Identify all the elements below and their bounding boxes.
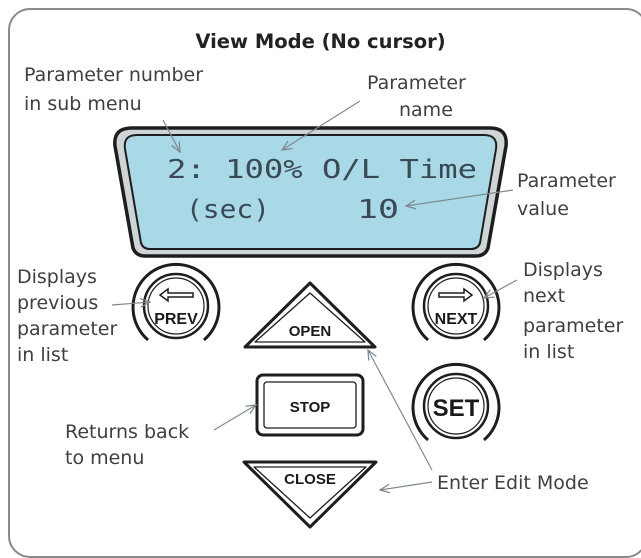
lcd-line1: 2: 100% O/L Time bbox=[167, 155, 477, 185]
returns-label-line2: to menu bbox=[65, 447, 145, 469]
enter-edit-label: Enter Edit Mode bbox=[437, 472, 589, 494]
arrow-param-value bbox=[406, 189, 514, 206]
prev-desc-line1: Displays bbox=[17, 266, 97, 288]
left-arrow-icon bbox=[158, 287, 194, 303]
param-value-label-line2: value bbox=[517, 198, 569, 220]
close-button-label: CLOSE bbox=[284, 471, 336, 488]
param-name-label-line1: Parameter bbox=[367, 72, 466, 94]
prev-desc-line3: parameter bbox=[17, 318, 118, 340]
right-arrow-icon bbox=[438, 287, 474, 303]
prev-desc-line4: in list bbox=[17, 344, 69, 366]
lcd-line2-value: 10 bbox=[357, 195, 399, 225]
stop-button[interactable]: STOP bbox=[255, 373, 365, 437]
arrow-close bbox=[380, 481, 433, 490]
arrow-next bbox=[484, 279, 518, 298]
close-button[interactable]: CLOSE bbox=[242, 460, 378, 529]
next-desc-line1: Displays bbox=[523, 259, 603, 281]
lcd-display: 2: 100% O/L Time (sec) 10 bbox=[113, 126, 508, 258]
open-button-label: OPEN bbox=[289, 323, 332, 340]
arrow-param-name bbox=[282, 100, 361, 150]
param-name-label-line2: name bbox=[399, 99, 453, 121]
prev-desc-line2: previous bbox=[17, 292, 99, 314]
next-desc-line4: in list bbox=[523, 341, 575, 363]
arrow-open bbox=[368, 350, 433, 471]
arrow-stop bbox=[213, 405, 256, 431]
returns-label-line1: Returns back bbox=[65, 421, 190, 443]
set-button-label: SET bbox=[433, 395, 480, 422]
open-button[interactable]: OPEN bbox=[243, 281, 377, 349]
arrow-param-number bbox=[162, 119, 180, 152]
prev-button[interactable]: PREV bbox=[131, 262, 221, 342]
lcd-line2-unit: (sec) bbox=[186, 195, 270, 225]
param-value-label-line1: Parameter bbox=[517, 170, 616, 192]
next-button-label: NEXT bbox=[435, 311, 478, 328]
diagram-title: View Mode (No cursor) bbox=[195, 30, 446, 53]
set-button[interactable]: SET bbox=[411, 362, 501, 442]
prev-button-label: PREV bbox=[154, 311, 198, 328]
next-button[interactable]: NEXT bbox=[411, 262, 501, 342]
param-number-label-line1: Parameter number bbox=[24, 64, 204, 86]
callout-arrows bbox=[111, 100, 518, 490]
param-number-label-line2: in sub menu bbox=[24, 93, 142, 115]
stop-button-label: STOP bbox=[290, 399, 331, 416]
next-desc-line3: parameter bbox=[523, 315, 624, 337]
next-desc-line2: next bbox=[523, 285, 566, 307]
arrow-prev bbox=[111, 302, 150, 305]
